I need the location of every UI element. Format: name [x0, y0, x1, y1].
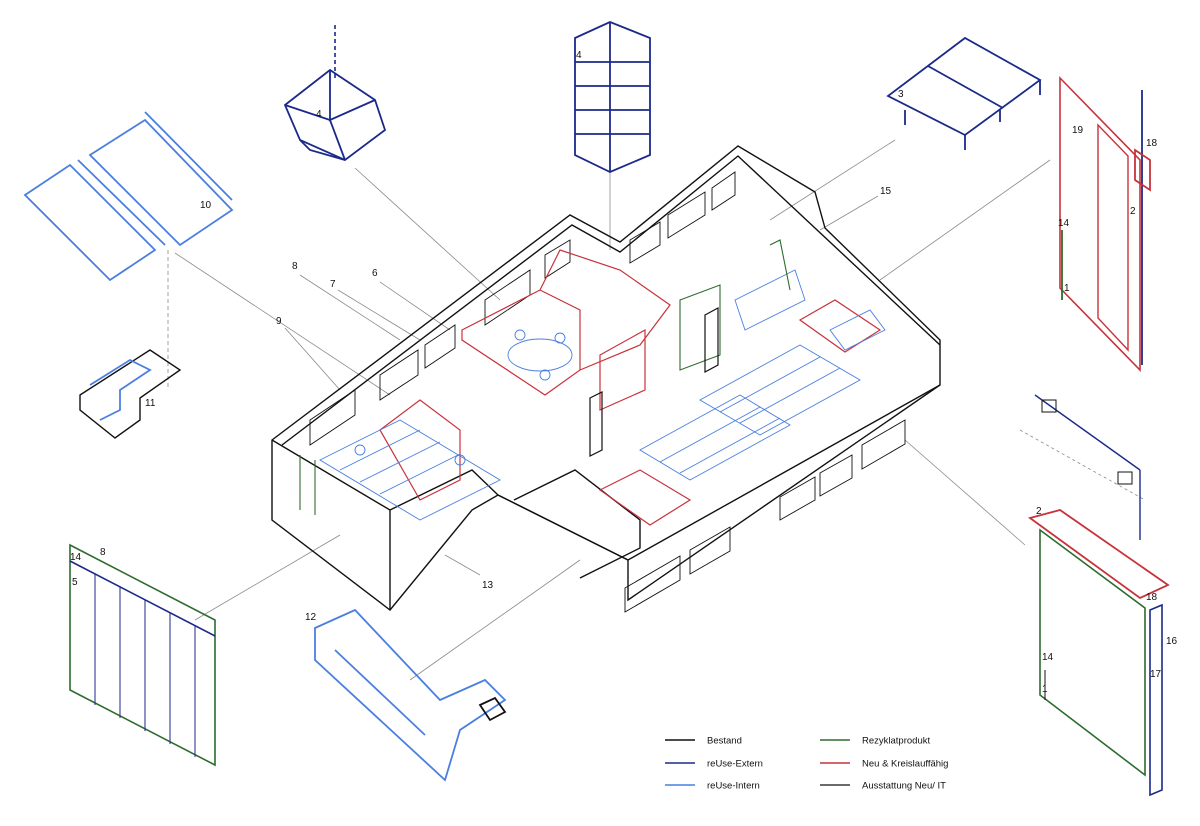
- callout-14-top: 14: [1058, 218, 1070, 229]
- callout-10: 10: [200, 200, 212, 211]
- callout-13: 13: [482, 580, 494, 591]
- window-row-north: [309, 171, 736, 446]
- object-shelf-stack: [574, 21, 651, 173]
- window-row-south: [624, 419, 906, 613]
- callout-4-stack: 4: [576, 50, 582, 61]
- callout-3: 3: [898, 89, 904, 100]
- callout-6: 6: [372, 268, 378, 279]
- callout-8-left: 8: [100, 547, 106, 558]
- object-door-assembly: [1027, 394, 1170, 797]
- callout-2-bottom: 2: [1036, 506, 1042, 517]
- callout-14-left: 14: [70, 552, 82, 563]
- legend-label: Neu & Kreislauffähig: [862, 759, 948, 770]
- callout-9: 9: [276, 316, 282, 327]
- object-panels: [23, 111, 234, 282]
- interior-reuse-intern: [319, 269, 886, 521]
- object-table: [886, 36, 1042, 150]
- callout-labels: 4 4 3 10 11 8 7 6 9 15 13 12 14 8 5 19 1…: [70, 50, 1178, 695]
- interior-recycled: [299, 239, 791, 515]
- callout-15: 15: [880, 186, 892, 197]
- callout-5: 5: [72, 577, 78, 588]
- callout-1-top: 1: [1064, 283, 1070, 294]
- callout-7: 7: [330, 279, 336, 290]
- object-cube-cluster: [283, 68, 387, 162]
- object-profile: [79, 349, 182, 439]
- callout-11: 11: [145, 398, 156, 409]
- interior-new: [379, 249, 882, 526]
- legend-label: Ausstattung Neu/ IT: [862, 781, 946, 792]
- leader-lines: [167, 25, 1146, 681]
- callout-8-top: 8: [292, 261, 298, 272]
- legend-label: reUse-Intern: [707, 781, 760, 792]
- callout-14-bottom: 14: [1042, 652, 1054, 663]
- legend-label: reUse-Extern: [707, 759, 763, 770]
- object-counter: [314, 608, 507, 782]
- legend-label: Bestand: [707, 736, 742, 747]
- callout-1-bottom: 1: [1042, 684, 1048, 695]
- callout-19: 19: [1072, 125, 1084, 136]
- callout-18-bottom: 18: [1146, 592, 1158, 603]
- callout-2-top: 2: [1130, 206, 1136, 217]
- building-shell: [271, 145, 941, 611]
- object-frame-new: [1059, 76, 1151, 372]
- object-wall-panel: [69, 543, 216, 767]
- callout-12: 12: [305, 612, 317, 623]
- interior-columns: [589, 306, 719, 457]
- callout-4-cube: 4: [316, 109, 322, 120]
- callout-16: 16: [1166, 636, 1178, 647]
- legend: Bestand reUse-Extern reUse-Intern Rezyklatp…: [665, 736, 948, 792]
- callout-17: 17: [1150, 669, 1162, 680]
- legend-label: Rezyklatprodukt: [862, 736, 930, 747]
- callout-18-top: 18: [1146, 138, 1158, 149]
